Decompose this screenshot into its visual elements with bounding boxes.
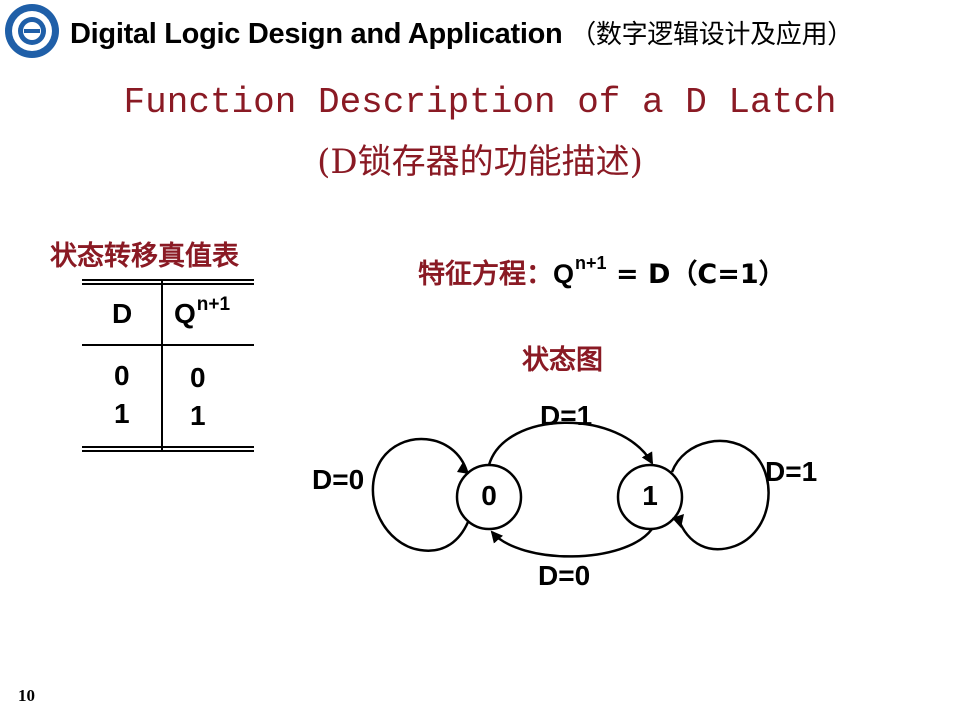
column-header-d: D [112, 298, 133, 329]
course-title-cn: （数字逻辑设计及应用） [570, 20, 853, 50]
table-cell: 0 [114, 360, 130, 391]
equation-lhs: Q [553, 259, 575, 289]
equation-lhs-sup: n+1 [575, 253, 607, 273]
column-header-q-sup: n+1 [196, 294, 231, 315]
page-number: 10 [18, 686, 35, 705]
table-rule [82, 279, 254, 281]
slide-title-cn: (D锁存器的功能描述) [317, 142, 643, 182]
column-header-q: Qn+1 [174, 294, 230, 330]
table-column-divider [161, 279, 163, 452]
column-header-q-base: Q [174, 298, 196, 329]
slide-title-en: Function Description of a D Latch [123, 82, 837, 123]
self-loop-0-arrowhead [457, 462, 469, 474]
truth-table-caption: 状态转移真值表 [50, 241, 239, 272]
state-diagram-caption: 状态图 [522, 345, 603, 376]
equation-rhs: = D（C=1） [606, 259, 786, 290]
table-rule [82, 344, 254, 346]
course-title: Digital Logic Design and Application （数字… [70, 14, 853, 51]
transition-label-left-loop: D=0 [312, 464, 365, 495]
transition-label-bottom: D=0 [538, 560, 591, 591]
table-rule [82, 446, 254, 448]
equation-label: 特征方程： [418, 259, 553, 290]
self-loop-state-1 [670, 439, 770, 551]
characteristic-equation: 特征方程：Qn+1 = D（C=1） [418, 252, 786, 291]
self-loop-1-arrowhead [672, 514, 684, 528]
transition-arrow-1-to-0 [490, 528, 653, 558]
transition-arrow-0-to-1 [487, 421, 654, 466]
state-0-label: 0 [481, 480, 497, 511]
transition-label-top: D=1 [540, 400, 593, 431]
table-rule [82, 450, 254, 452]
transition-label-right-loop: D=1 [765, 456, 818, 487]
self-loop-state-0 [371, 437, 470, 552]
state-1-circle [616, 463, 684, 531]
table-cell: 1 [114, 398, 130, 429]
table-rule [82, 283, 254, 285]
state-1-label: 1 [642, 480, 658, 511]
university-logo [4, 3, 60, 59]
table-cell: 1 [190, 400, 206, 431]
course-title-en: Digital Logic Design and Application [70, 18, 563, 50]
table-cell: 0 [190, 362, 206, 393]
